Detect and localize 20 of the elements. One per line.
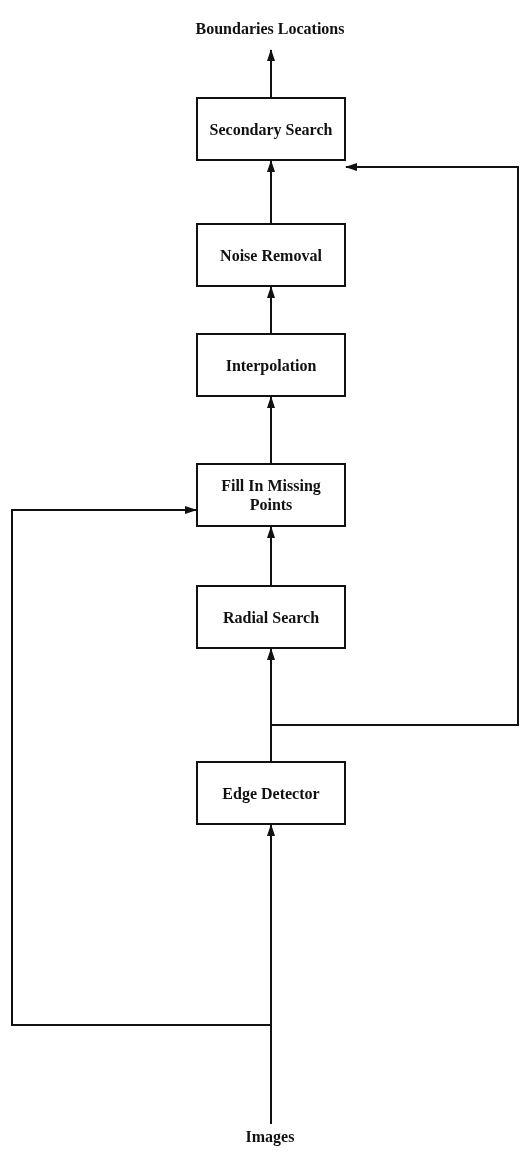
- arrow: [267, 160, 275, 224]
- process-box: [196, 761, 346, 825]
- process-box: [196, 463, 346, 527]
- arrow: [267, 396, 275, 464]
- flow-label: Images: [244, 1126, 296, 1146]
- box-label: Secondary Search: [208, 119, 334, 139]
- box-label: Edge Detector: [221, 783, 321, 803]
- arrow: [267, 49, 275, 98]
- process-box: [196, 97, 346, 161]
- box-label: Radial Search: [221, 607, 321, 627]
- arrow: [267, 526, 275, 586]
- arrow: [267, 286, 275, 334]
- process-box: [196, 585, 346, 649]
- process-box: [196, 223, 346, 287]
- flow-label: Boundaries Locations: [195, 18, 345, 38]
- box-label: Noise Removal: [219, 245, 323, 265]
- process-box: [196, 333, 346, 397]
- box-label: Interpolation: [224, 355, 318, 375]
- box-label: Fill In Missing Points: [220, 476, 322, 514]
- arrow: [11, 506, 272, 1125]
